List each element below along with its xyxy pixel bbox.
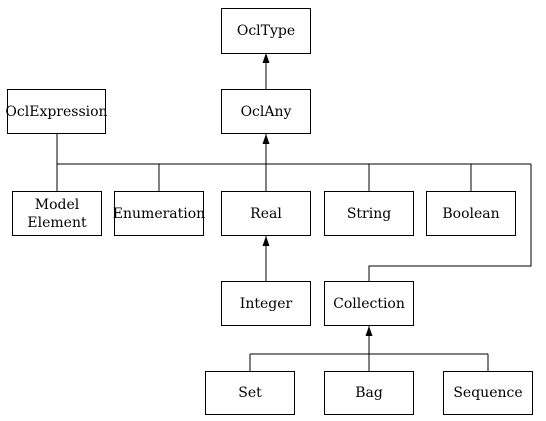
node-oclexpression-label: OclExpression bbox=[5, 103, 108, 120]
node-real: Real bbox=[221, 191, 311, 236]
node-sequence: Sequence bbox=[443, 371, 533, 415]
node-ocltype-label: OclType bbox=[236, 23, 296, 39]
node-enumeration: Enumeration bbox=[112, 191, 206, 236]
node-set: Set bbox=[205, 371, 295, 415]
arrowhead-oclany bbox=[262, 134, 270, 144]
node-set-label: Set bbox=[238, 385, 262, 401]
node-model-element-label: Model Element bbox=[27, 196, 87, 231]
arrowhead-real bbox=[262, 236, 270, 246]
node-oclany-label: OclAny bbox=[240, 103, 292, 120]
node-collection-label: Collection bbox=[333, 295, 405, 312]
node-real-label: Real bbox=[250, 205, 282, 222]
node-enumeration-label: Enumeration bbox=[112, 205, 206, 222]
node-string: String bbox=[324, 191, 414, 236]
node-bag-label: Bag bbox=[355, 385, 383, 401]
node-collection: Collection bbox=[324, 281, 414, 326]
node-bag: Bag bbox=[324, 371, 414, 415]
edge-collection-bus bbox=[368, 164, 532, 281]
node-model-element: Model Element bbox=[12, 191, 102, 236]
arrowhead-ocltype bbox=[262, 53, 270, 63]
node-sequence-label: Sequence bbox=[453, 385, 523, 401]
node-integer-label: Integer bbox=[239, 295, 293, 312]
node-oclany: OclAny bbox=[221, 89, 311, 134]
node-string-label: String bbox=[346, 205, 392, 222]
node-ocltype: OclType bbox=[221, 8, 311, 54]
arrowhead-collection bbox=[365, 326, 373, 336]
node-integer: Integer bbox=[221, 281, 311, 326]
node-boolean-label: Boolean bbox=[442, 205, 500, 222]
node-oclexpression: OclExpression bbox=[5, 89, 108, 134]
node-boolean: Boolean bbox=[426, 191, 516, 236]
